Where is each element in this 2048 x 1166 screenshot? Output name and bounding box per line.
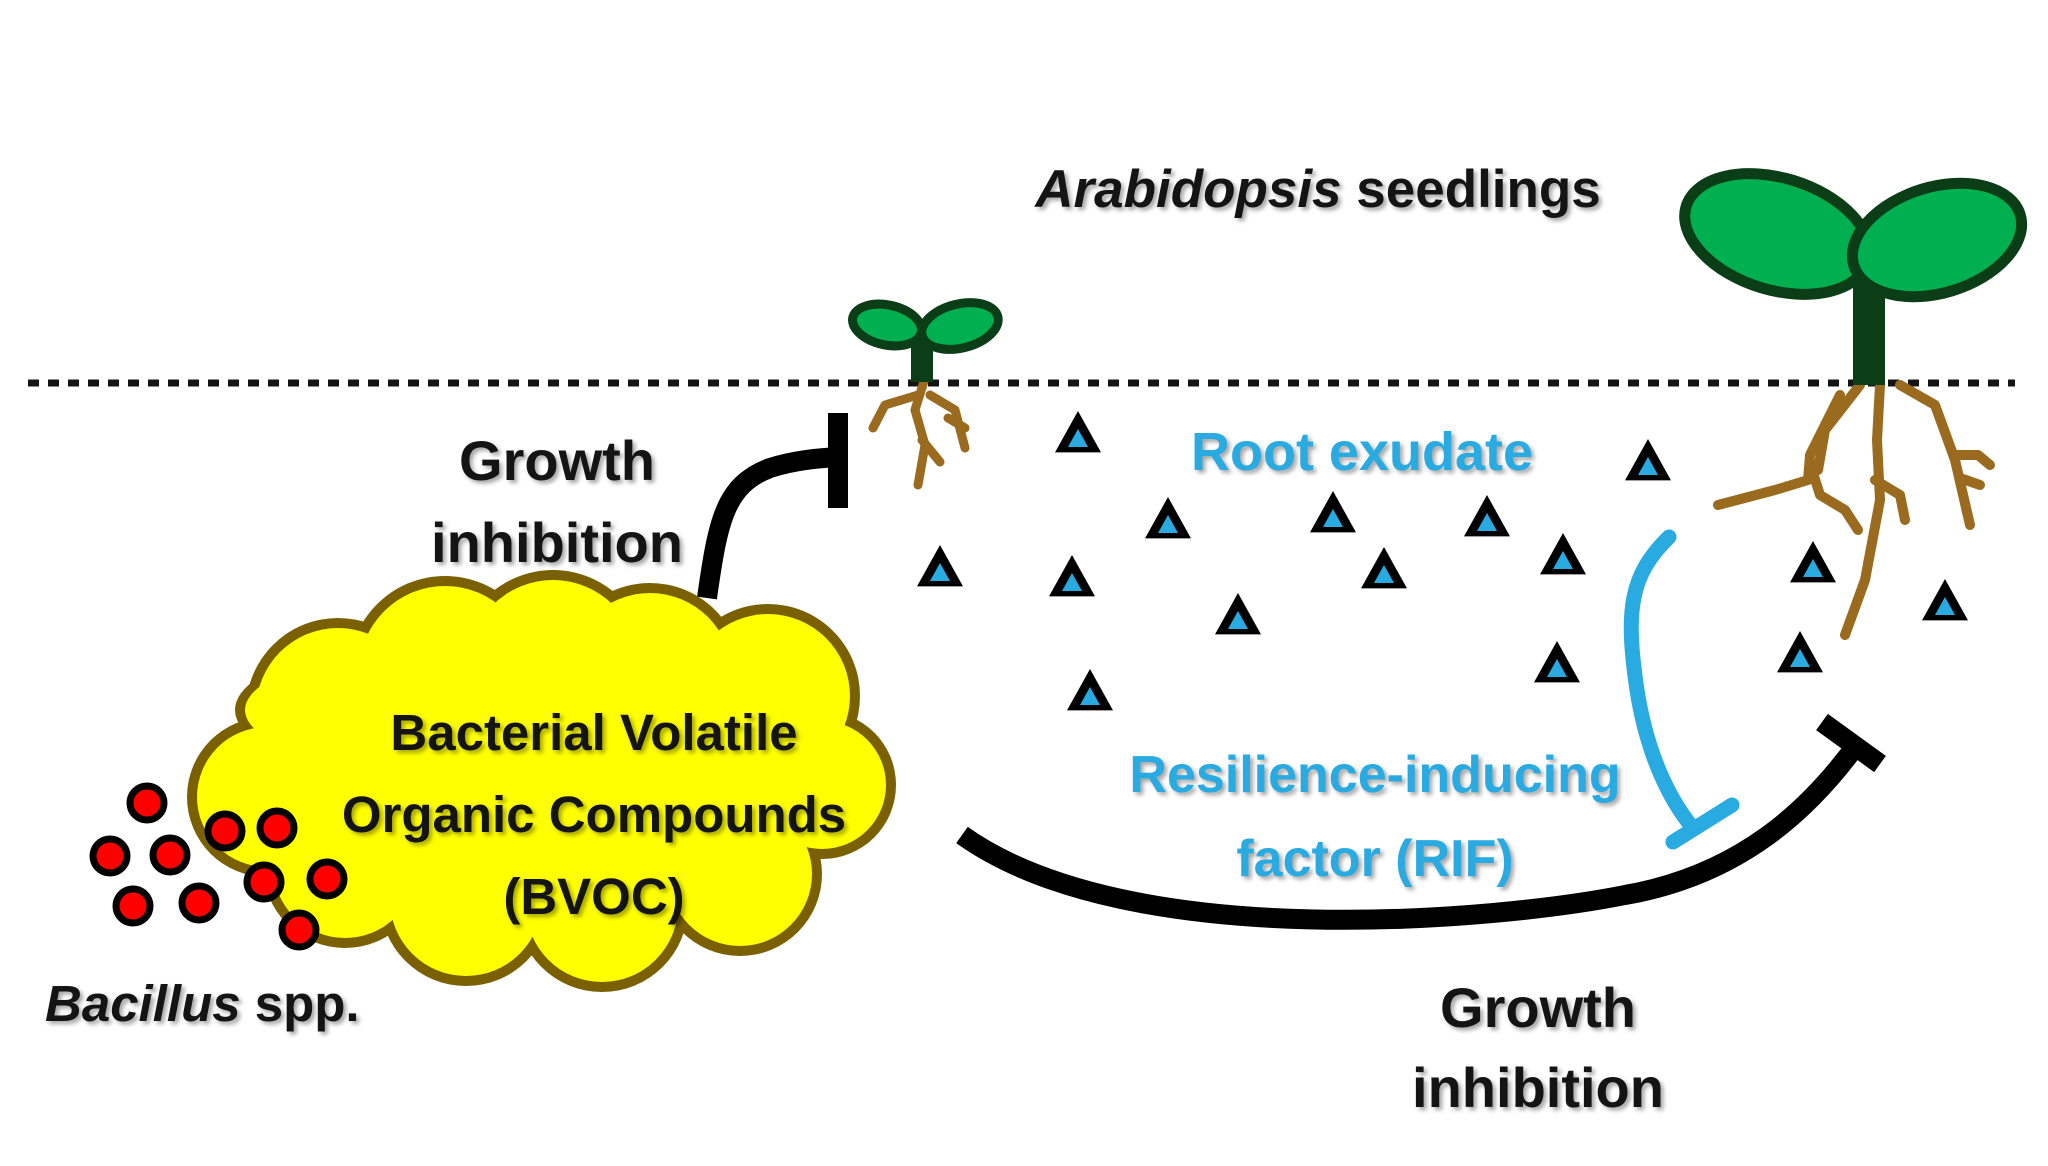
seedlings-label: Arabidopsis seedlings (1035, 158, 1600, 222)
rif-label: Resilience-inducing factor (RIF) (1129, 733, 1620, 901)
exudate-triangle-core (1158, 515, 1178, 533)
inhibition-arrow-top (697, 413, 848, 600)
bvoc-line3: (BVOC) (503, 868, 685, 925)
seedlings-label-italic: Arabidopsis (1035, 160, 1342, 219)
exudate-triangle-core (1323, 509, 1343, 527)
growth-inhibition-bottom-line2: inhibition (1412, 1056, 1664, 1119)
bacteria-cell-icon (178, 882, 220, 924)
exudate-triangle-core (1638, 457, 1658, 475)
bacteria-cell-icon (256, 807, 298, 849)
bvoc-label: Bacterial Volatile Organic Compounds (BV… (342, 692, 846, 938)
bacteria-cell-icon (243, 861, 285, 903)
exudate-triangle-core (1080, 687, 1100, 705)
seedlings-label-rest: seedlings (1341, 160, 1601, 219)
exudate-triangle-core (930, 563, 950, 581)
bacteria-cell-icon (89, 835, 131, 877)
exudate-triangle-core (1553, 551, 1573, 569)
bacteria-cell-icon (278, 909, 320, 951)
exudate-triangle-core (1547, 659, 1567, 677)
growth-inhibition-top-line1: Growth (459, 429, 655, 492)
bacillus-label: Bacillus spp. (45, 973, 360, 1034)
bacillus-cells (89, 782, 348, 951)
growth-inhibition-bottom-line1: Growth (1440, 976, 1636, 1039)
large-seedling-icon (1679, 168, 2028, 640)
rif-inhibition-arrow (1623, 529, 1740, 850)
bacillus-label-italic: Bacillus (45, 975, 241, 1032)
exudate-triangle-core (1068, 429, 1088, 447)
bacteria-cell-icon (112, 885, 154, 927)
bvoc-line1: Bacterial Volatile (390, 704, 798, 761)
bacteria-cell-icon (126, 782, 168, 824)
bacteria-cell-icon (149, 834, 191, 876)
exudate-triangle-core (1790, 649, 1810, 667)
rif-line2: factor (RIF) (1236, 830, 1514, 888)
exudate-triangle-core (1935, 597, 1955, 615)
small-seedling-icon (848, 298, 1003, 490)
exudate-triangle-core (1228, 611, 1248, 629)
exudate-triangle-core (1374, 565, 1394, 583)
inhibition-arrow-bottom (956, 713, 1886, 930)
growth-inhibition-top-label: Growth inhibition (431, 420, 683, 584)
bacteria-cell-icon (204, 810, 246, 852)
exudate-triangle-core (1803, 559, 1823, 577)
rif-line1: Resilience-inducing (1129, 746, 1621, 804)
bacillus-label-rest: spp. (240, 975, 360, 1032)
root-exudate-label: Root exudate (1191, 420, 1533, 485)
root-exudate-text: Root exudate (1190, 422, 1534, 482)
growth-inhibition-top-line2: inhibition (431, 511, 683, 574)
bvoc-line2: Organic Compounds (341, 786, 847, 843)
exudate-triangle-core (1062, 573, 1082, 591)
root-exudate-triangles (917, 411, 1968, 711)
bvoc-cloud-icon (187, 570, 896, 992)
growth-inhibition-bottom-label: Growth inhibition (1412, 968, 1664, 1128)
bacteria-cell-icon (306, 858, 348, 900)
exudate-triangle-core (1477, 513, 1497, 531)
